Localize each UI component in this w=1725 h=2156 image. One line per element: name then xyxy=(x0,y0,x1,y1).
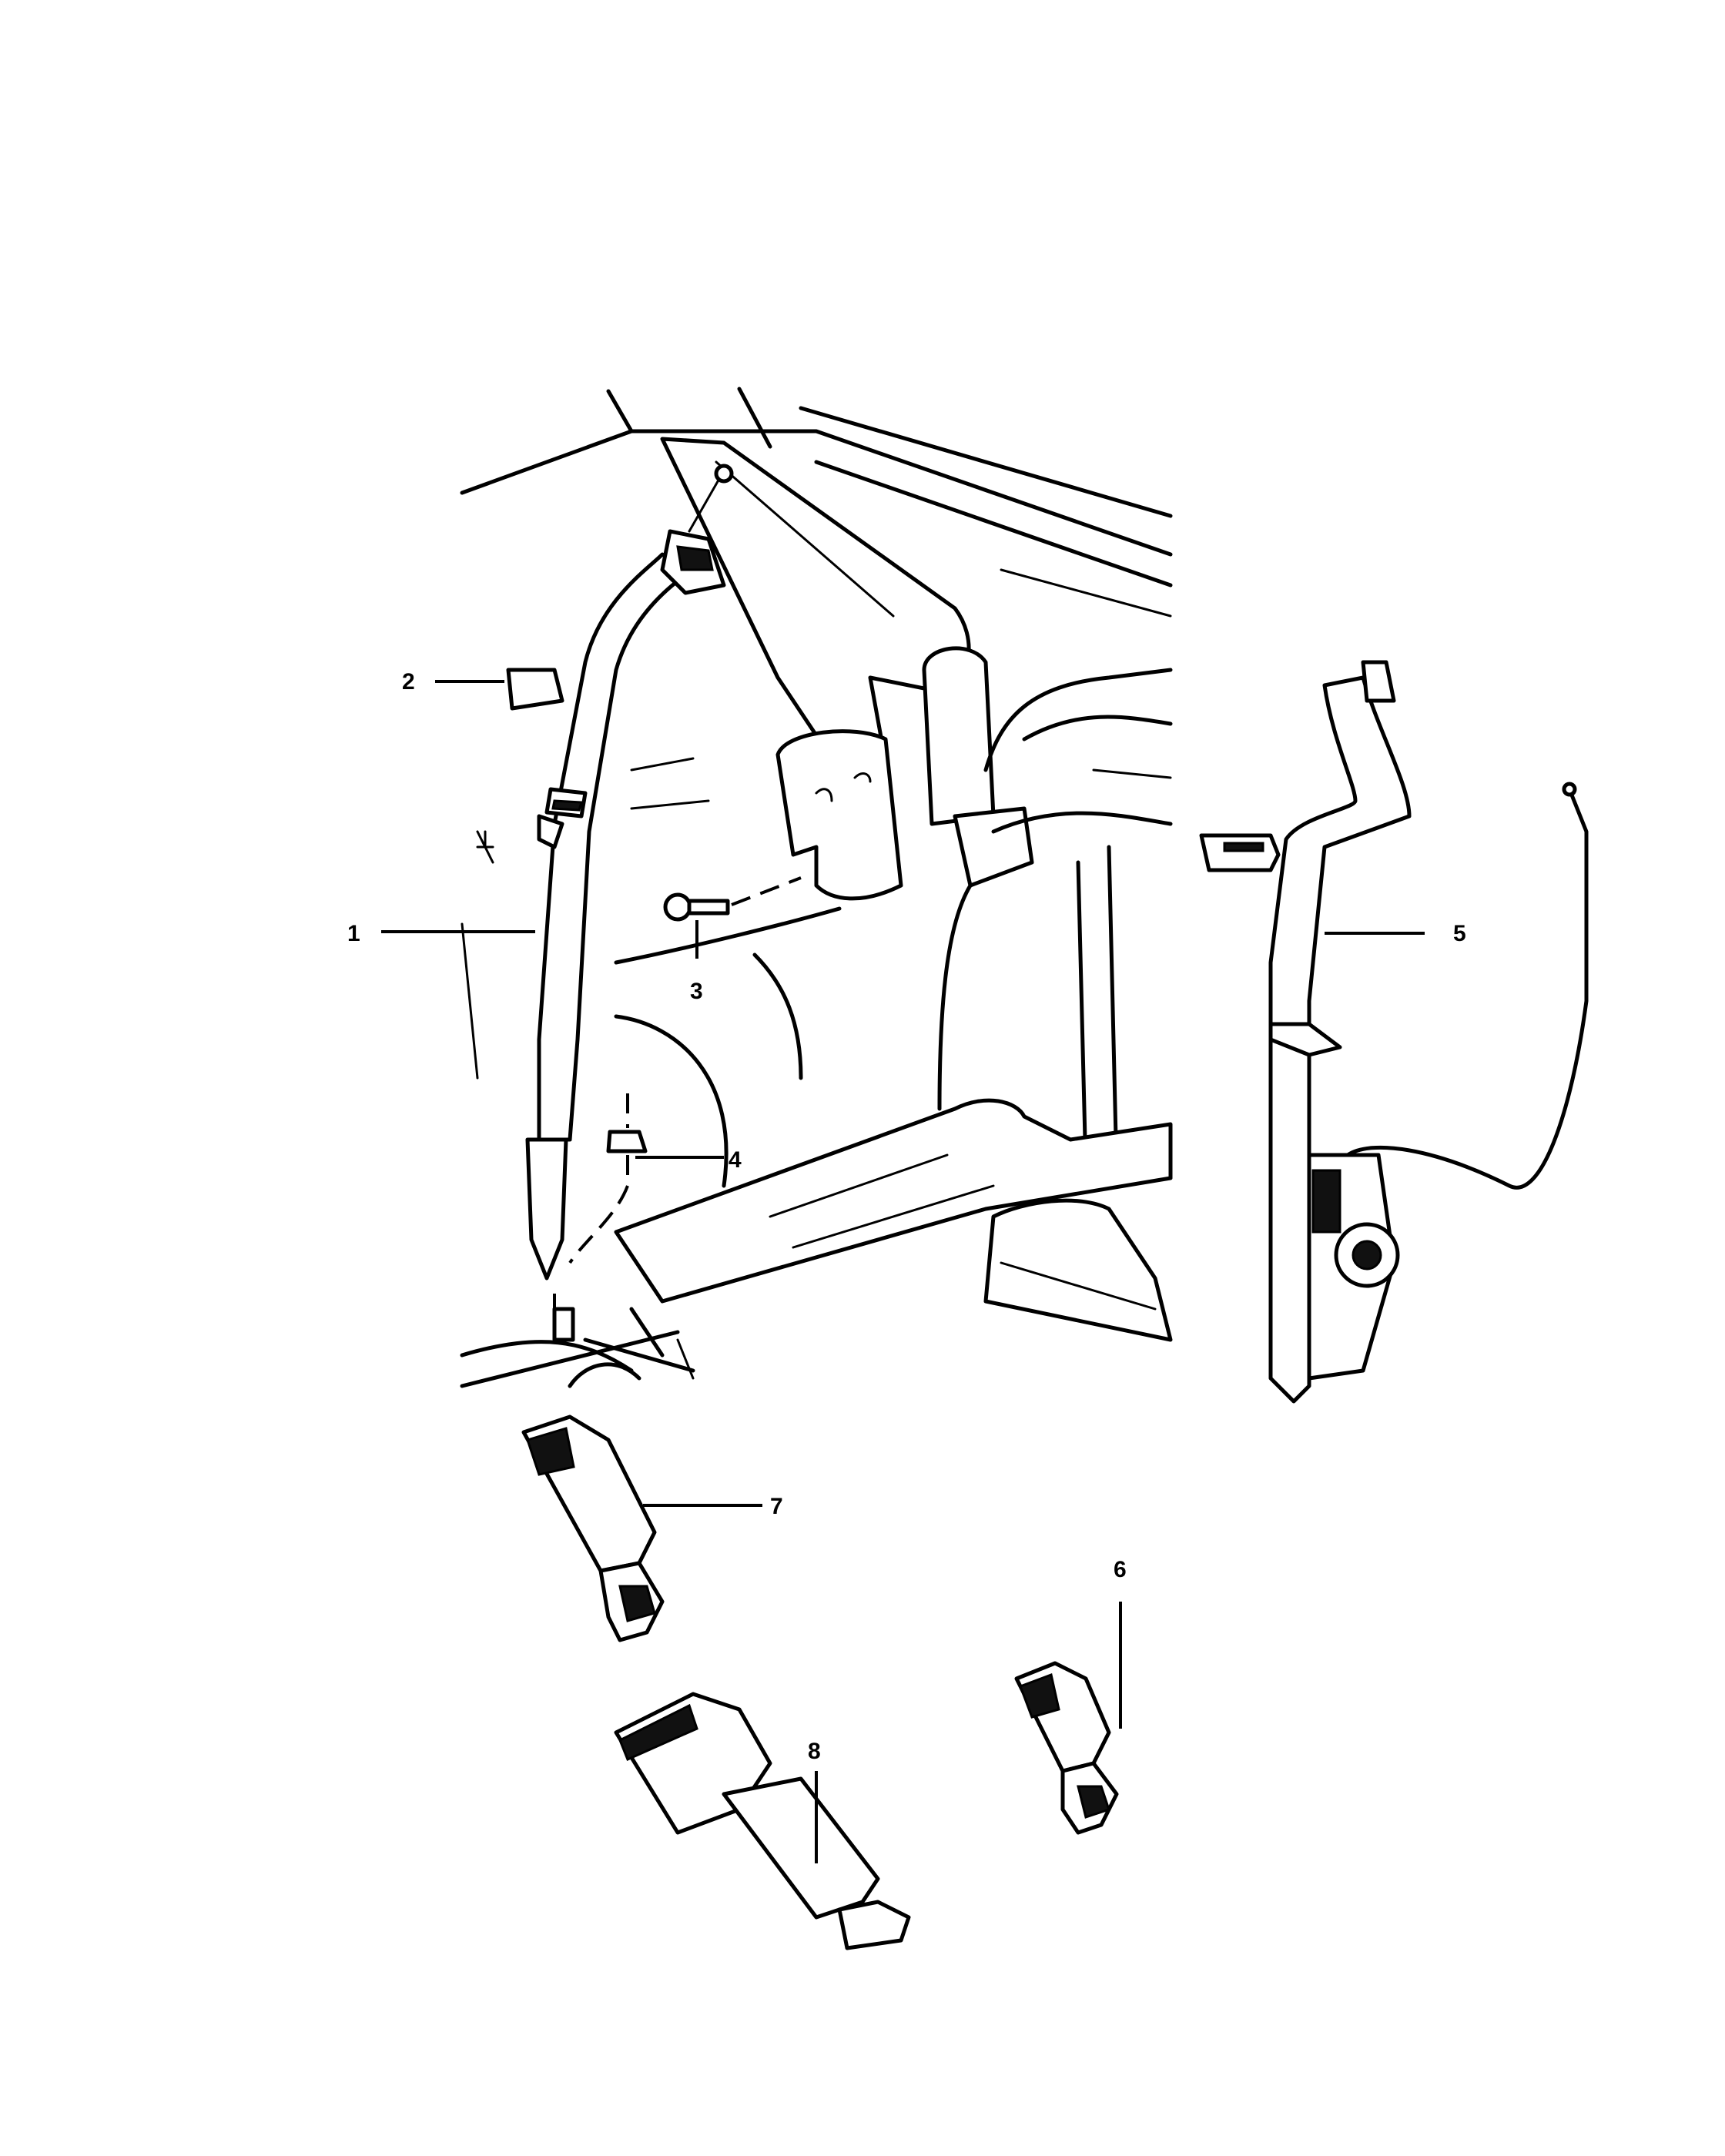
callout-7: 7 xyxy=(770,1494,783,1519)
vehicle-body-structure xyxy=(460,387,1173,1388)
callout-8: 8 xyxy=(808,1739,821,1764)
callout-5: 5 xyxy=(1453,921,1466,946)
callout-1: 1 xyxy=(347,921,360,946)
callout-2: 2 xyxy=(402,669,415,695)
part-2-belt-cover-cap xyxy=(506,668,564,711)
part-3-bolt xyxy=(663,876,802,922)
callout-6: 6 xyxy=(1114,1557,1127,1582)
part-1-seat-belt xyxy=(525,464,734,1342)
part-8-buckle xyxy=(614,1692,911,1950)
part-7-buckle xyxy=(521,1414,665,1642)
callout-4: 4 xyxy=(729,1147,742,1173)
leader-lines xyxy=(381,680,1425,1863)
part-5-belt-retractor xyxy=(1199,660,1589,1404)
callout-3: 3 xyxy=(690,979,703,1004)
part-6-buckle xyxy=(1014,1661,1119,1835)
part-4-clip xyxy=(568,1093,648,1264)
callout-labels: 1 2 3 4 5 6 7 8 xyxy=(347,669,1466,1764)
